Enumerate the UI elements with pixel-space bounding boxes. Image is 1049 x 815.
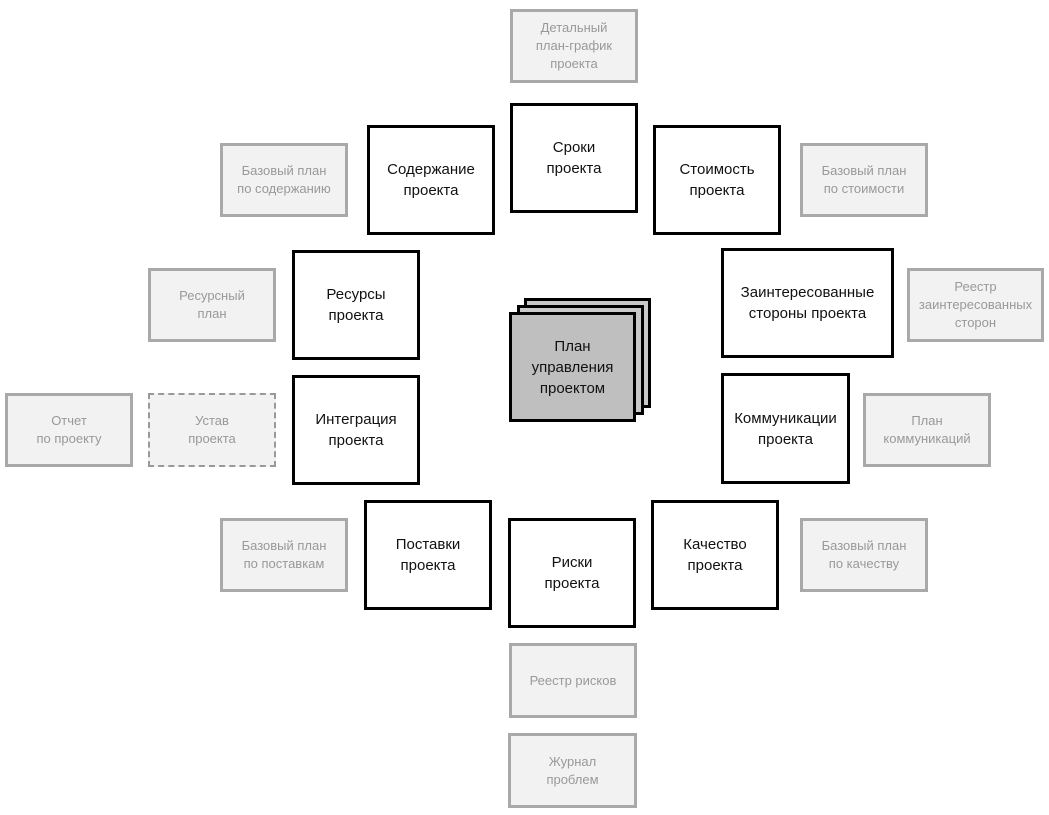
project-management-plan: План управления проектом	[509, 312, 636, 422]
area-resources: Ресурсы проекта	[292, 250, 420, 360]
doc-procurement-baseline: Базовый план по поставкам	[220, 518, 348, 592]
doc-issue-log: Журнал проблем	[508, 733, 637, 808]
doc-stakeholder-register: Реестр заинтересованных сторон	[907, 268, 1044, 342]
area-procurement: Поставки проекта	[364, 500, 492, 610]
area-stakeholders: Заинтересованные стороны проекта	[721, 248, 894, 358]
doc-detailed-schedule: Детальный план-график проекта	[510, 9, 638, 83]
doc-risk-register: Реестр рисков	[509, 643, 637, 718]
doc-cost-baseline: Базовый план по стоимости	[800, 143, 928, 217]
area-scope: Содержание проекта	[367, 125, 495, 235]
doc-scope-baseline: Базовый план по содержанию	[220, 143, 348, 217]
area-risks: Риски проекта	[508, 518, 636, 628]
area-integration: Интеграция проекта	[292, 375, 420, 485]
doc-resource-plan: Ресурсный план	[148, 268, 276, 342]
area-schedule: Сроки проекта	[510, 103, 638, 213]
area-cost: Стоимость проекта	[653, 125, 781, 235]
area-communications: Коммуникации проекта	[721, 373, 850, 484]
doc-project-report: Отчет по проекту	[5, 393, 133, 467]
doc-quality-baseline: Базовый план по качеству	[800, 518, 928, 592]
area-quality: Качество проекта	[651, 500, 779, 610]
doc-project-charter: Устав проекта	[148, 393, 276, 467]
doc-communications-plan: План коммуникаций	[863, 393, 991, 467]
